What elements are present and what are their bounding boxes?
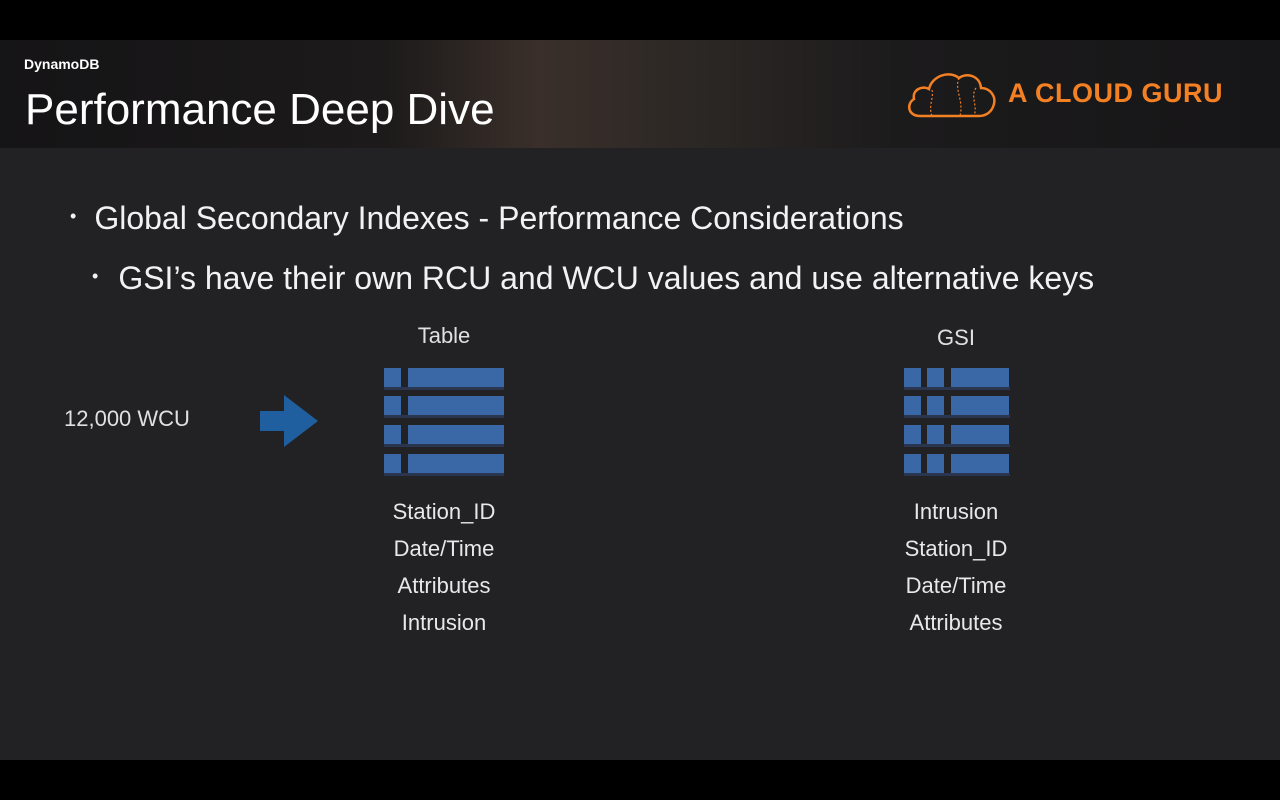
gsi-attribute: Date/Time bbox=[905, 573, 1007, 598]
table-label: Table bbox=[417, 323, 471, 348]
gsi-table-icon bbox=[904, 368, 1010, 476]
slide-title: Performance Deep Dive bbox=[25, 85, 495, 134]
brand-logo: A CLOUD GURU bbox=[904, 66, 1240, 122]
gsi-label: GSI bbox=[937, 325, 975, 350]
bullet-1: • Global Secondary Indexes - Performance … bbox=[70, 200, 904, 237]
table-attributes: Station_ID Date/Time Attributes Intrusio… bbox=[344, 493, 544, 641]
table-icon bbox=[384, 368, 504, 476]
brand-name: A CLOUD GURU bbox=[1008, 78, 1223, 108]
bullet-1-text: Global Secondary Indexes - Performance C… bbox=[94, 200, 904, 236]
bullet-2-text: GSI’s have their own RCU and WCU values … bbox=[118, 260, 1095, 296]
gsi-attribute: Intrusion bbox=[913, 499, 999, 524]
bullet-2: • GSI’s have their own RCU and WCU values… bbox=[92, 260, 1094, 297]
slide: DynamoDB Performance Deep Dive A CLOUD G… bbox=[0, 40, 1280, 760]
bullet-dot: • bbox=[92, 266, 99, 287]
table-attribute: Date/Time bbox=[393, 536, 495, 561]
table-attribute: Station_ID bbox=[392, 499, 496, 524]
table-attribute: Attributes bbox=[397, 573, 491, 598]
write-capacity-label: 12,000 WCU bbox=[64, 406, 190, 431]
gsi-attributes: Intrusion Station_ID Date/Time Attribute… bbox=[856, 493, 1056, 641]
arrow-right-icon bbox=[260, 395, 318, 447]
section-label: DynamoDB bbox=[24, 56, 100, 72]
slide-header: DynamoDB Performance Deep Dive A CLOUD G… bbox=[0, 40, 1280, 148]
bullet-dot: • bbox=[70, 206, 77, 227]
gsi-attribute: Station_ID bbox=[904, 536, 1008, 561]
cloud-logo-icon bbox=[907, 73, 996, 118]
table-attribute: Intrusion bbox=[401, 610, 487, 635]
gsi-attribute: Attributes bbox=[909, 610, 1003, 635]
